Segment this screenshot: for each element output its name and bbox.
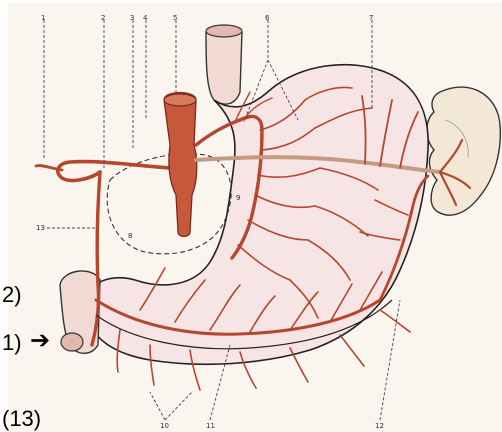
leader-number-8: 8: [128, 232, 132, 240]
esophagus: [206, 26, 242, 104]
leader-number-7: 7: [369, 14, 373, 22]
leader-number-4: 4: [143, 14, 148, 22]
leader-number-3: 3: [130, 14, 134, 22]
leader-number-6: 6: [265, 14, 270, 22]
leader-number-12: 12: [375, 422, 384, 430]
leader-number-2: 2: [101, 14, 105, 22]
side-label-2: 2): [2, 284, 22, 306]
side-label-13: (13): [2, 408, 41, 430]
leader-number-9: 9: [236, 194, 240, 202]
leader-number-13: 13: [36, 224, 45, 232]
leader-number-11: 11: [206, 422, 215, 430]
leader-number-1: 1: [41, 14, 45, 22]
leader-number-5: 5: [173, 14, 177, 22]
side-label-1: 1): [2, 332, 22, 354]
leader-number-10: 10: [160, 422, 169, 430]
arrow-right-icon: ➔: [30, 329, 50, 353]
